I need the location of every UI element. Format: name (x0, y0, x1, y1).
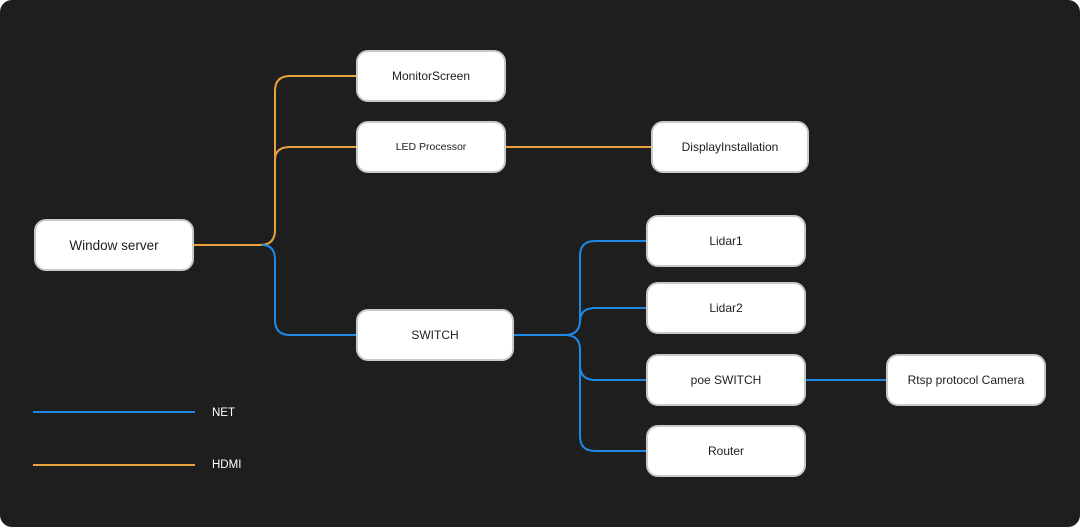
rtsp-camera-node[interactable]: Rtsp protocol Camera (886, 354, 1046, 406)
net-line-switch-to-lidar2 (579, 307, 646, 323)
net-line-window-server-to-switch (261, 244, 356, 336)
monitor-screen-node[interactable]: MonitorScreen (356, 50, 506, 102)
hdmi-line-window-server-to-monitor-screen (194, 75, 356, 246)
net-line-switch-to-poe-switch (564, 334, 646, 381)
legend-hdmi-line (33, 464, 195, 466)
legend-hdmi-label: HDMI (212, 459, 242, 471)
lidar1-node[interactable]: Lidar1 (646, 215, 806, 267)
lidar2-node[interactable]: Lidar2 (646, 282, 806, 334)
legend-net-label: NET (212, 407, 235, 419)
net-line-switch-to-router (579, 365, 646, 452)
legend-net-line (33, 411, 195, 413)
net-line-switch-to-lidar1 (514, 240, 646, 336)
led-processor-node[interactable]: LED Processor (356, 121, 506, 173)
poe-switch-node[interactable]: poe SWITCH (646, 354, 806, 406)
hdmi-line-window-server-to-led-processor (274, 146, 356, 161)
display-installation-node[interactable]: DisplayInstallation (651, 121, 809, 173)
router-node[interactable]: Router (646, 425, 806, 477)
window-server-node[interactable]: Window server (34, 219, 194, 271)
switch-node[interactable]: SWITCH (356, 309, 514, 361)
